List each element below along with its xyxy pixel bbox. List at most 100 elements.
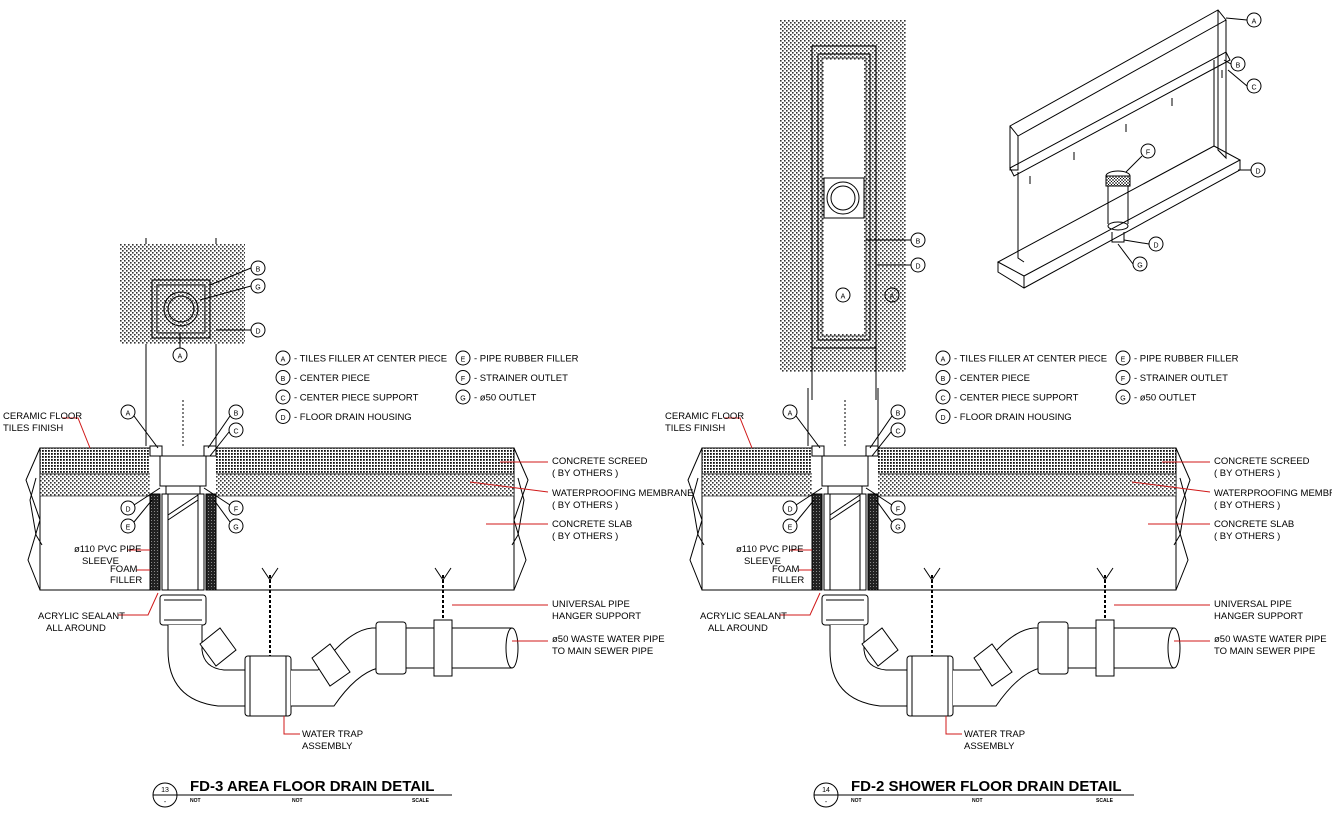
- legend-tag-circle: [455, 350, 471, 366]
- legend-tag-circle: [275, 389, 291, 405]
- legend-text: - TILES FILLER AT CENTER PIECE: [294, 354, 447, 365]
- callouts-left: CERAMIC FLOOR TILES FINISH CONCRETE SCRE…: [3, 411, 693, 752]
- svg-text:G: G: [233, 525, 238, 532]
- legend-tag-circle: [455, 370, 471, 385]
- legend-tag-circle: [1115, 350, 1131, 366]
- svg-text:F: F: [1146, 150, 1150, 157]
- sleeve-label-1: ø110 PVC PIPE: [74, 544, 141, 555]
- legend-text: - FLOOR DRAIN HOUSING: [954, 412, 1072, 423]
- svg-text:C: C: [1251, 85, 1256, 92]
- screed-label-2: ( BY OTHERS ): [552, 468, 618, 479]
- legend-tag: F: [461, 376, 465, 383]
- svg-text:A: A: [841, 294, 846, 301]
- detail-14: A A B D A B: [687, 9, 1266, 735]
- detail-title: FD-2 SHOWER FLOOR DRAIN DETAIL: [851, 778, 1122, 795]
- legend-tag: D: [940, 415, 945, 422]
- legend-tag: A: [941, 357, 946, 364]
- sub-label: NOT: [972, 798, 983, 804]
- legend-text: - STRAINER OUTLET: [474, 373, 568, 384]
- title-block-14: 14 - FD-2 SHOWER FLOOR DRAIN DETAIL NOT …: [813, 778, 1134, 808]
- legend-tag-circle: [1115, 370, 1131, 385]
- legend-tag: F: [1121, 376, 1125, 383]
- sheet-number: -: [825, 799, 828, 806]
- waste-label-2-r: TO MAIN SEWER PIPE: [1214, 646, 1315, 657]
- hanger-label-1-r: UNIVERSAL PIPE: [1214, 599, 1292, 610]
- svg-text:F: F: [234, 507, 238, 514]
- trap-label-2: ASSEMBLY: [302, 741, 353, 752]
- legend-left: A - TILES FILLER AT CENTER PIECE B - CENTER…: [275, 350, 579, 424]
- svg-text:D: D: [255, 329, 260, 336]
- detail-title: FD-3 AREA FLOOR DRAIN DETAIL: [190, 778, 434, 795]
- svg-text:D: D: [1255, 169, 1260, 176]
- legend-tag: C: [280, 396, 285, 403]
- membrane-label-2: ( BY OTHERS ): [552, 500, 618, 511]
- plan-tiles-hatch: [120, 244, 245, 344]
- legend-text: - CENTER PIECE: [294, 373, 370, 384]
- svg-text:A: A: [788, 411, 793, 418]
- screed-label-1-r: CONCRETE SCREED: [1214, 456, 1310, 467]
- legend-text: - PIPE RUBBER FILLER: [474, 354, 579, 365]
- screed-label-2-r: ( BY OTHERS ): [1214, 468, 1280, 479]
- trap-label-2-r: ASSEMBLY: [964, 741, 1015, 752]
- legend-tag: G: [1120, 396, 1125, 403]
- slab-label-2: ( BY OTHERS ): [552, 531, 618, 542]
- foam-label-1: FOAM: [110, 564, 138, 575]
- svg-text:D: D: [787, 507, 792, 514]
- sub-label: NOT: [292, 798, 303, 804]
- hanger-label-2: HANGER SUPPORT: [552, 611, 641, 622]
- legend-tag-circle: [275, 409, 291, 424]
- svg-text:E: E: [126, 525, 131, 532]
- sub-label: SCALE: [412, 798, 430, 804]
- sub-label: NOT: [190, 798, 201, 804]
- legend-tag-circle: [935, 409, 951, 424]
- legend-text: - ø50 OUTLET: [474, 393, 536, 404]
- svg-text:G: G: [895, 525, 900, 532]
- ceramic-label-2: TILES FINISH: [3, 423, 63, 434]
- svg-text:E: E: [788, 525, 793, 532]
- detail-number: 14: [822, 787, 830, 794]
- legend-text: - TILES FILLER AT CENTER PIECE: [954, 354, 1107, 365]
- legend-text: - STRAINER OUTLET: [1134, 373, 1228, 384]
- waste-label-1-r: ø50 WASTE WATER PIPE: [1214, 634, 1327, 645]
- legend-tag: D: [280, 415, 285, 422]
- sleeve-label-2-r: SLEEVE: [744, 556, 781, 567]
- svg-text:C: C: [233, 429, 238, 436]
- svg-text:A: A: [1252, 19, 1257, 26]
- svg-text:B: B: [916, 239, 921, 246]
- legend-tag: E: [461, 357, 466, 364]
- ceramic-label-1: CERAMIC FLOOR: [3, 411, 82, 422]
- trap-label-1-r: WATER TRAP: [964, 729, 1025, 740]
- legend-tag-circle: [275, 370, 291, 385]
- legend-tag: E: [1121, 357, 1126, 364]
- svg-text:G: G: [255, 285, 260, 292]
- legend-text: - CENTER PIECE SUPPORT: [294, 393, 419, 404]
- sub-label: NOT: [851, 798, 862, 804]
- legend-text: - ø50 OUTLET: [1134, 393, 1196, 404]
- legend-text: - FLOOR DRAIN HOUSING: [294, 412, 412, 423]
- waste-label-1: ø50 WASTE WATER PIPE: [552, 634, 665, 645]
- sealant-label-1-r: ACRYLIC SEALANT: [700, 611, 787, 622]
- ceramic-label-2-r: TILES FINISH: [665, 423, 725, 434]
- sub-label: SCALE: [1096, 798, 1114, 804]
- trap-label-1: WATER TRAP: [302, 729, 363, 740]
- slab-label-1: CONCRETE SLAB: [552, 519, 632, 530]
- svg-text:A: A: [178, 354, 183, 361]
- ceramic-label-1-r: CERAMIC FLOOR: [665, 411, 744, 422]
- svg-text:C: C: [895, 429, 900, 436]
- detail-13: A B G D A B C D E F G: [25, 238, 549, 735]
- svg-text:D: D: [1153, 243, 1158, 250]
- legend-tag: B: [281, 376, 286, 383]
- callouts-right: CERAMIC FLOOR TILES FINISH CONCRETE SCRE…: [665, 411, 1332, 752]
- membrane-label-1: WATERPROOFING MEMBRANE: [552, 488, 693, 499]
- legend-tag-circle: [935, 370, 951, 385]
- legend-text: - CENTER PIECE SUPPORT: [954, 393, 1079, 404]
- slab-label-1-r: CONCRETE SLAB: [1214, 519, 1294, 530]
- svg-text:B: B: [1236, 63, 1241, 70]
- svg-text:F: F: [896, 507, 900, 514]
- legend-tag: A: [281, 357, 286, 364]
- legend-tag-circle: [935, 389, 951, 405]
- plan-drain-frame: [151, 279, 211, 339]
- sheet-number: -: [164, 799, 167, 806]
